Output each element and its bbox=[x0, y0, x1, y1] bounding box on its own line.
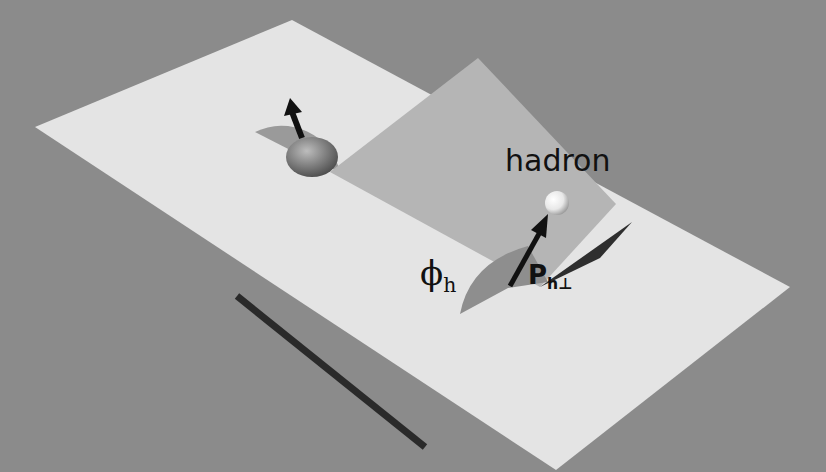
momentum-label: Ph⊥ bbox=[528, 262, 572, 293]
hadron-ball bbox=[545, 191, 569, 215]
spin-arrow bbox=[292, 112, 302, 138]
spin-arrowhead bbox=[284, 98, 302, 116]
angle-label: ϕh bbox=[420, 256, 456, 296]
lepton-plane bbox=[35, 20, 790, 470]
hadron-plane bbox=[330, 58, 616, 287]
target-sphere bbox=[286, 137, 338, 177]
plane-edge-bar bbox=[237, 296, 425, 447]
hadron-label: hadron bbox=[505, 146, 610, 176]
momentum-arrowhead bbox=[531, 214, 548, 238]
